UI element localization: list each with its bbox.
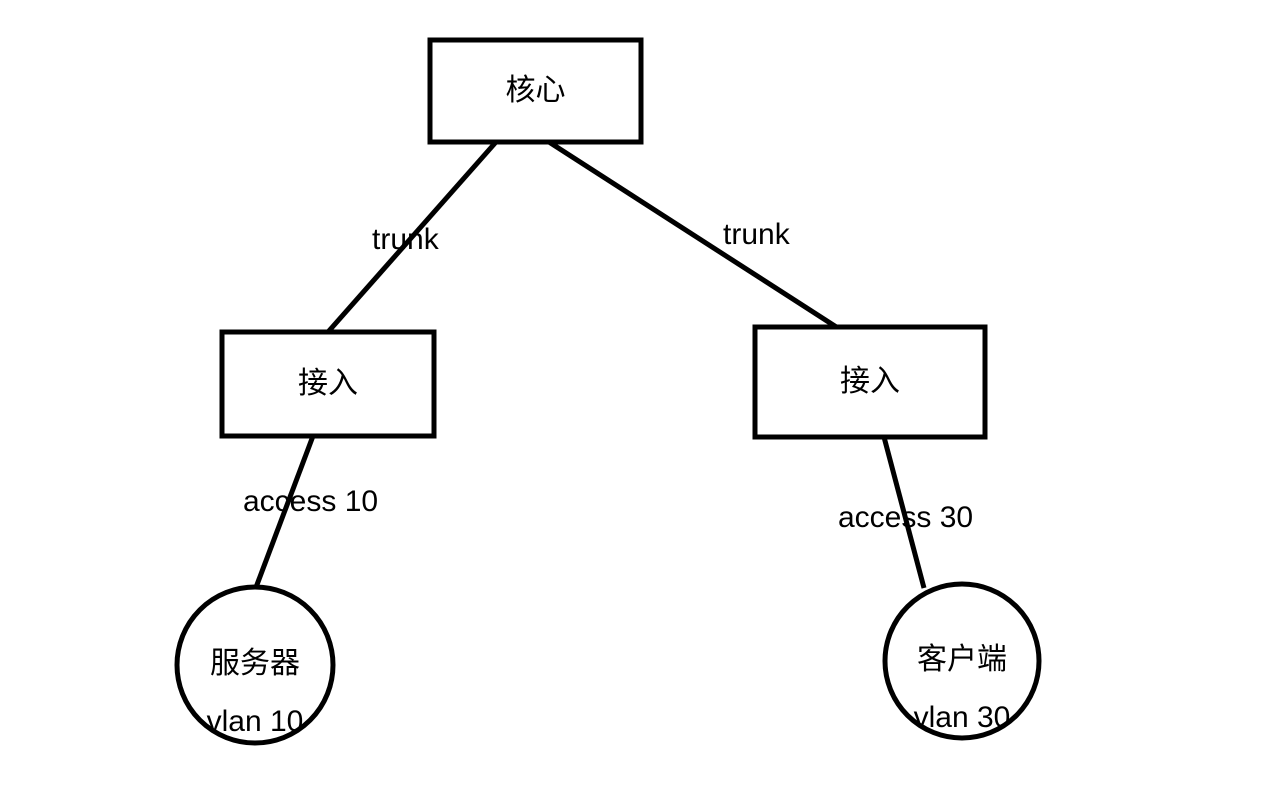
link-label-trunk-right: trunk [723,218,791,251]
core-switch-box[interactable] [427,37,644,145]
node-client[interactable]: 客户端 [882,581,1042,741]
server-vlan-label: vlan 10 [207,705,304,738]
node-access-switch-right[interactable]: 接入 [752,324,988,440]
link-access-right-to-client [881,436,927,589]
access-switch-left-box[interactable] [219,329,437,439]
link-label-access-10: access 10 [243,485,378,518]
link-core-to-access-right [547,139,843,333]
link-label-access-30: access 30 [838,501,973,534]
access-switch-right-label: 接入 [840,365,900,398]
node-server[interactable]: 服务器 [174,584,336,746]
link-label-trunk-left: trunk [372,223,440,256]
access-switch-left-label: 接入 [298,367,358,400]
core-switch-label: 核心 [506,74,566,107]
server-node-circle[interactable] [174,584,336,746]
server-node-label: 服务器 [210,647,300,680]
node-access-switch-left[interactable]: 接入 [219,329,437,439]
client-node-circle[interactable] [882,581,1042,741]
access-switch-right-box[interactable] [752,324,988,440]
node-core-switch[interactable]: 核心 [427,37,644,145]
client-node-label: 客户端 [917,643,1007,676]
client-vlan-label: vlan 30 [914,701,1011,734]
link-access-left-to-server [252,435,316,591]
link-core-to-access-left [326,140,498,334]
